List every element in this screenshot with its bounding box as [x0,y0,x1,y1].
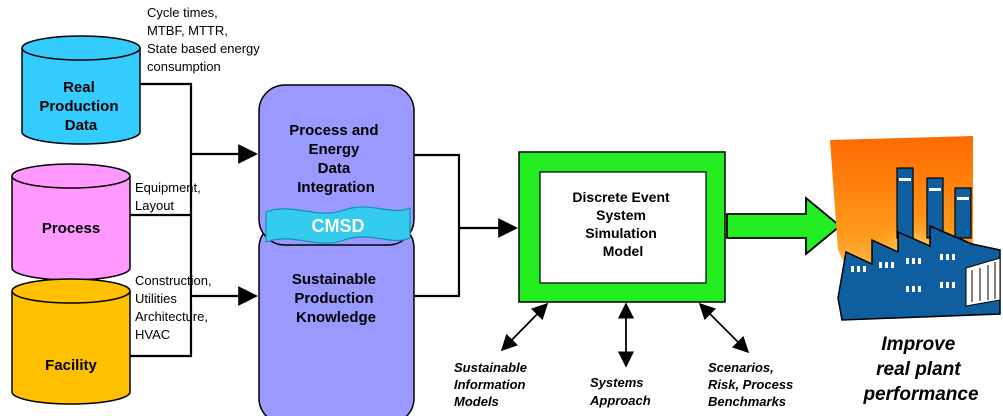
factory-icon [830,136,1001,321]
real-production-data-cylinder: Real Production Data [21,35,141,145]
annotation-line: Layout [135,198,174,213]
support-line: Risk, Process [708,377,793,392]
support-line: Benchmarks [708,394,786,409]
real-production-label-line: Data [65,117,98,134]
support-label-systems-approach: Systems Approach [589,375,651,408]
support-line: Sustainable [454,360,527,375]
cmsd-banner-label: CMSD [312,216,365,236]
simulation-text: Discrete Event System Simulation Model [572,189,673,259]
output-arrow [726,196,842,256]
integration-line: Integration [297,179,375,196]
annotation-line: State based energy [147,41,260,56]
simulation-line: Simulation [585,225,657,241]
support-line: Systems [590,375,643,390]
annotation-line: Construction, [135,273,212,288]
annotation-line: HVAC [135,327,170,342]
support-label-sustainable-information-models: Sustainable Information Models [454,360,531,409]
annotation-line: Utilities [135,291,177,306]
process-cylinder: Process [11,163,131,281]
facility-label: Facility [45,357,97,374]
support-line: Scenarios, [708,360,774,375]
outcome-line: performance [862,384,979,405]
support-line: Models [454,394,499,409]
simulation-model-box: Discrete Event System Simulation Model [518,151,726,303]
real-production-label-line: Real [63,79,95,96]
facility-annotation: Construction, Utilities Architecture, HV… [135,273,215,342]
outcome-label: Improve real plant performance [862,334,979,405]
integration-line: Energy [308,141,360,158]
annotation-line: Architecture, [135,309,208,324]
annotation-line: Equipment, [135,180,201,195]
cmsd-banner: CMSD [265,206,411,244]
integration-line: Process and [289,122,378,139]
outcome-line: Improve [881,334,955,355]
annotation-line: consumption [147,59,221,74]
support-label-scenarios-risk-benchmarks: Scenarios, Risk, Process Benchmarks [708,360,797,409]
annotation-line: MTBF, MTTR, [147,23,228,38]
integration-box: Process and Energy Data Integration Sust… [258,84,415,416]
support-line: Approach [589,393,651,408]
integration-line: Sustainable [292,271,376,288]
simulation-line: System [596,207,646,223]
integration-connectors [414,153,518,298]
integration-line: Production [294,290,373,307]
simulation-line: Model [603,243,643,259]
integration-line: Data [318,160,351,177]
source-connectors [130,82,258,358]
process-annotation: Equipment, Layout [135,180,204,213]
integration-line: Knowledge [296,309,376,326]
facility-cylinder: Facility [11,278,131,405]
outcome-line: real plant [876,359,961,380]
real-production-annotation: Cycle times, MTBF, MTTR, State based ene… [147,5,263,74]
support-line: Information [454,377,526,392]
integration-bottom-text: Sustainable Production Knowledge [292,271,380,326]
support-arrows [500,302,750,368]
simulation-line: Discrete Event [572,189,670,205]
svg-text:Real Production Da: Real Production Data [39,79,122,134]
integration-top-text: Process and Energy Data Integration [289,122,382,196]
annotation-line: Cycle times, [147,5,218,20]
process-label: Process [42,220,100,237]
real-production-label-line: Production [39,98,118,115]
